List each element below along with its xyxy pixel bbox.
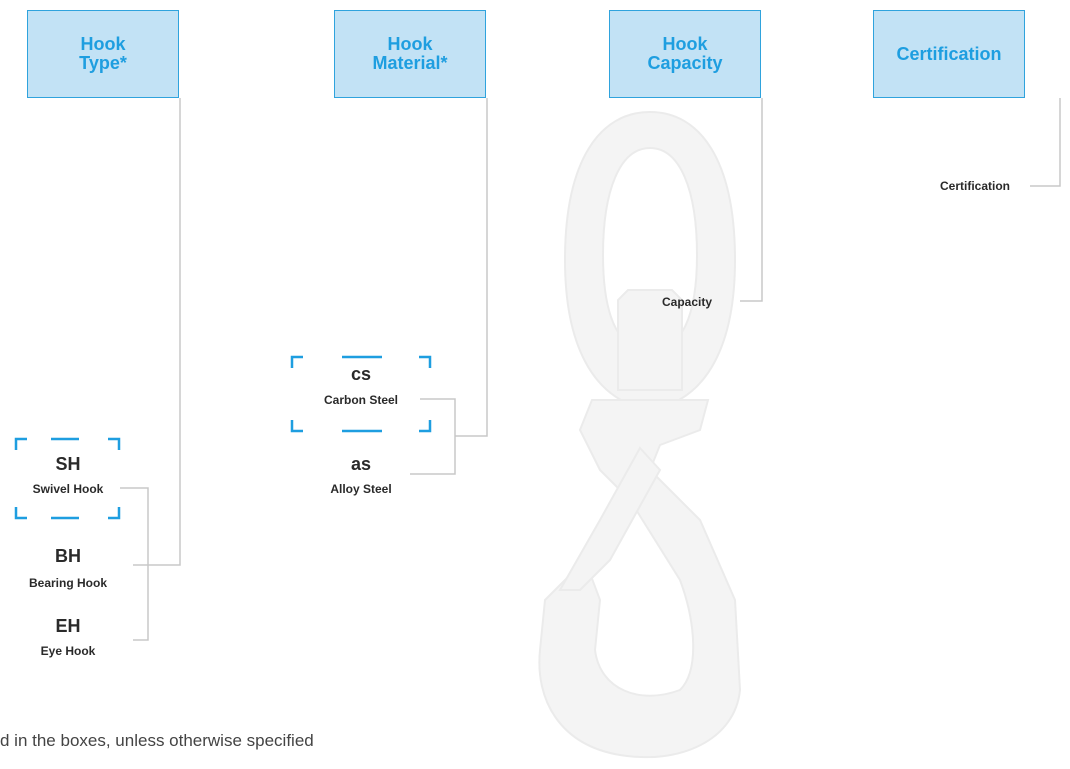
option-code-sh[interactable]: SH xyxy=(55,454,81,474)
header-hook-capacity: Hook Capacity xyxy=(609,10,761,98)
connector-certification xyxy=(1030,98,1061,187)
footnote-text: d in the boxes, unless otherwise specifi… xyxy=(0,731,314,750)
option-code-bh[interactable]: BH xyxy=(55,546,81,566)
option-label-eye-hook[interactable]: Eye Hook xyxy=(40,644,96,658)
connector-lines xyxy=(120,98,1061,641)
connector-capacity xyxy=(740,98,763,302)
header-hook-material: Hook Material* xyxy=(334,10,486,98)
option-label-alloy-steel[interactable]: Alloy Steel xyxy=(330,482,392,496)
selection-bracket-cs xyxy=(290,355,432,433)
connector-carbon-steel xyxy=(410,398,456,475)
certification-field[interactable]: Certification xyxy=(939,179,1010,193)
connector-swivel-hook xyxy=(120,487,149,641)
swivel-hook-silhouette-icon xyxy=(538,110,742,759)
option-code-as[interactable]: as xyxy=(350,454,372,474)
option-code-cs[interactable]: cs xyxy=(350,364,372,384)
option-label-bearing-hook[interactable]: Bearing Hook xyxy=(28,576,107,590)
capacity-field[interactable]: Capacity xyxy=(661,295,713,309)
option-label-swivel-hook[interactable]: Swivel Hook xyxy=(32,482,104,496)
connector-hook-material xyxy=(455,98,488,437)
option-label-carbon-steel[interactable]: Carbon Steel xyxy=(323,393,398,407)
selection-bracket-sh xyxy=(14,437,121,520)
option-code-eh[interactable]: EH xyxy=(55,616,81,636)
connector-hook-type xyxy=(133,98,181,566)
header-hook-type: Hook Type* xyxy=(27,10,179,98)
header-certification: Certification xyxy=(873,10,1025,98)
